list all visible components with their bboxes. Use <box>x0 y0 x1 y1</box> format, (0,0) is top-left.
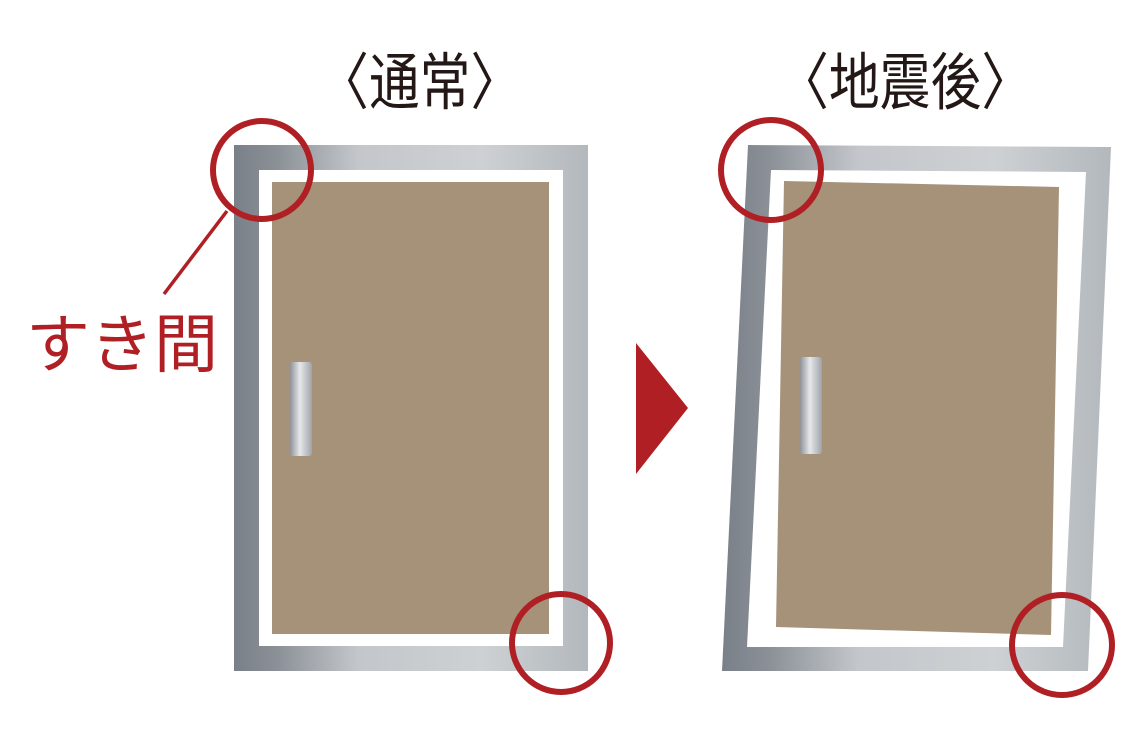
door-after-earthquake <box>722 145 1111 671</box>
door-handle <box>290 362 312 456</box>
door-panel <box>776 181 1059 635</box>
panel-title-normal: 〈通常〉 <box>318 46 522 119</box>
gap-label: すき間 <box>26 309 218 383</box>
gap-highlight-circle <box>509 591 613 695</box>
gap-highlight-circle <box>210 118 314 222</box>
door-handle <box>800 357 822 454</box>
arrow-right-icon <box>636 343 688 474</box>
panel-title-after-earthquake: 〈地震後〉 <box>778 46 1033 119</box>
gap-highlight-circle <box>1009 592 1115 698</box>
door-panel <box>272 182 549 634</box>
gap-leader-line <box>162 209 229 296</box>
gap-highlight-circle <box>718 117 824 223</box>
door-normal <box>234 145 588 671</box>
